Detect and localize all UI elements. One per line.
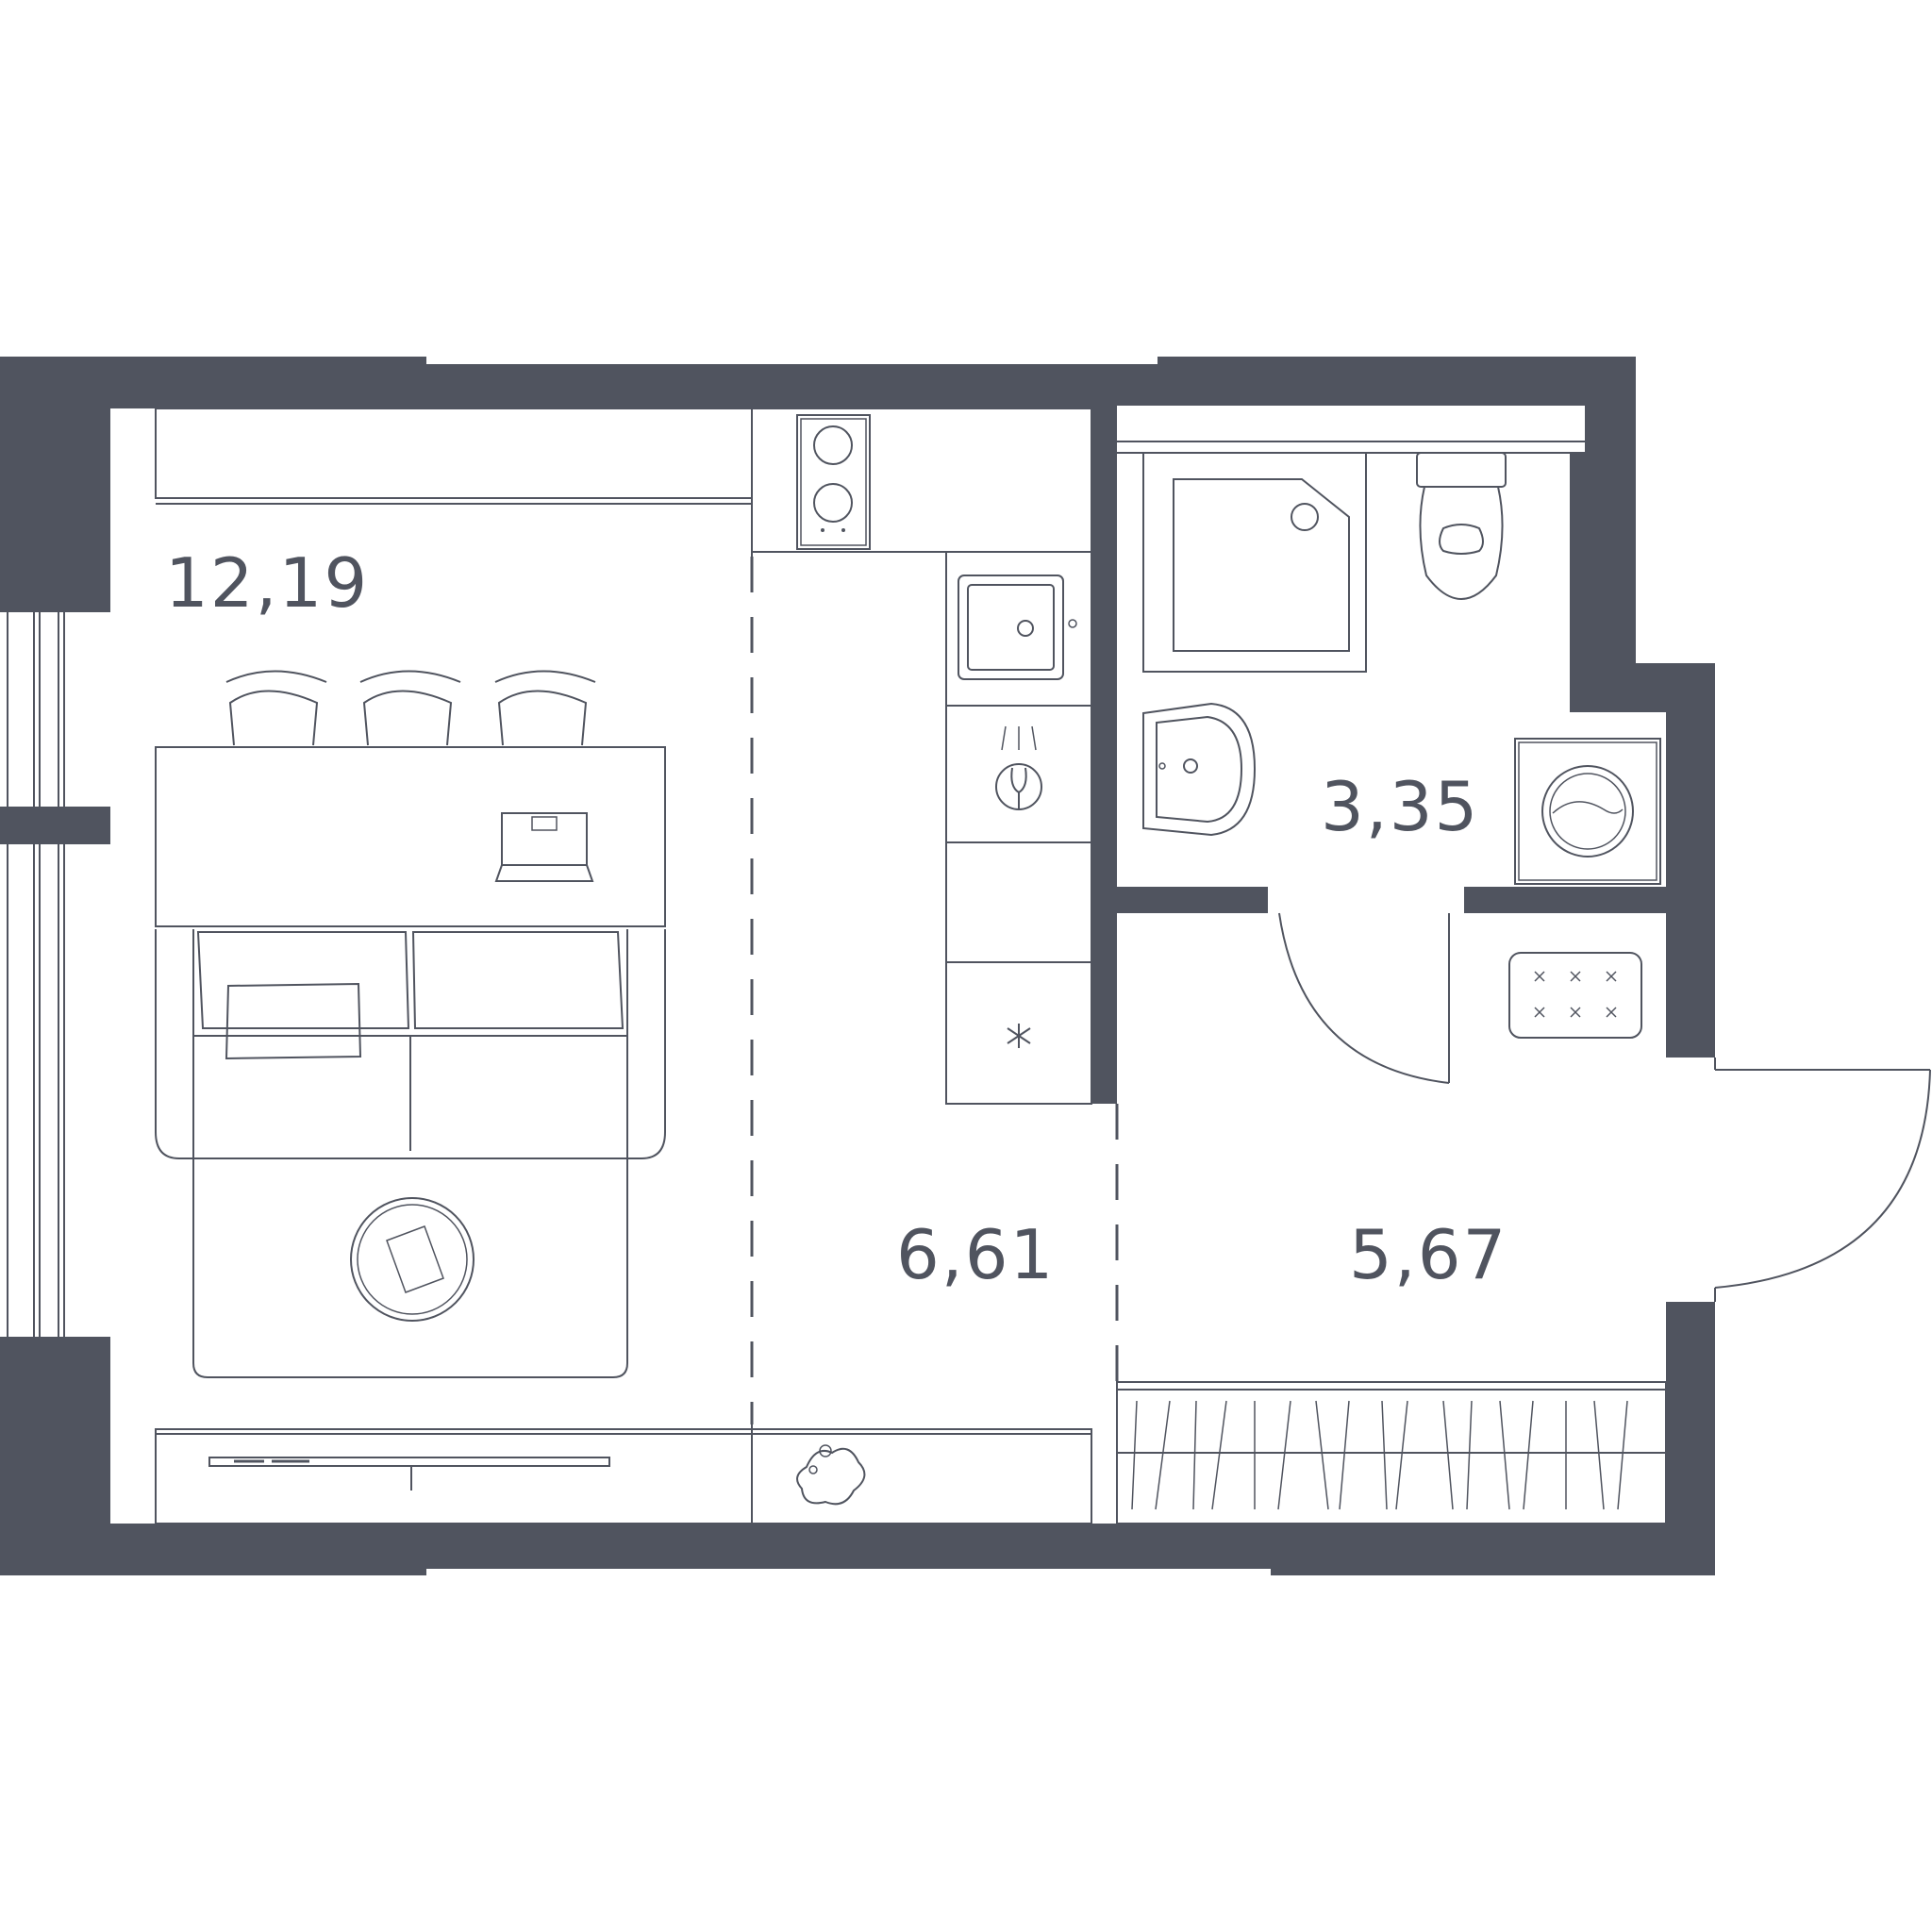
freezer-icon <box>1007 1024 1031 1048</box>
top-shelf <box>155 408 753 505</box>
walls <box>0 357 1715 1575</box>
bathroom-door <box>1278 912 1450 1084</box>
area-label-hallway: 5,67 <box>1349 1215 1507 1294</box>
toilet-icon <box>1416 452 1507 600</box>
chair-icons <box>225 670 596 746</box>
kitchen-sink-icon <box>958 575 1077 680</box>
dining-table <box>155 746 666 927</box>
wardrobe-icon <box>1116 1381 1667 1524</box>
laptop-icon <box>494 812 594 882</box>
tv-icon <box>208 1457 610 1491</box>
left-window <box>0 610 110 1339</box>
coffee-table-icon <box>350 1197 475 1322</box>
area-label-kitchen: 6,61 <box>896 1215 1055 1294</box>
kitchen-counter <box>751 408 1092 1105</box>
shower-tray-icon <box>1142 452 1367 673</box>
area-label-living: 12,19 <box>165 543 369 623</box>
hob-icon <box>796 414 871 550</box>
entrance-door <box>1714 1058 1931 1302</box>
dishwasher-icon <box>995 725 1042 810</box>
pouf-stitch-marks <box>1534 971 1617 1018</box>
plant-icon <box>796 1444 866 1506</box>
rug <box>192 1158 628 1378</box>
zone-dividers <box>750 408 1119 1524</box>
wall-openings <box>426 357 1585 1576</box>
washing-machine-icon <box>1514 738 1661 885</box>
bathroom-sink-icon <box>1142 702 1257 837</box>
tv-stand <box>155 1428 1092 1524</box>
pouf-icon <box>1508 952 1642 1039</box>
sofa-icon <box>155 929 666 1159</box>
area-label-bathroom: 3,35 <box>1321 767 1479 846</box>
